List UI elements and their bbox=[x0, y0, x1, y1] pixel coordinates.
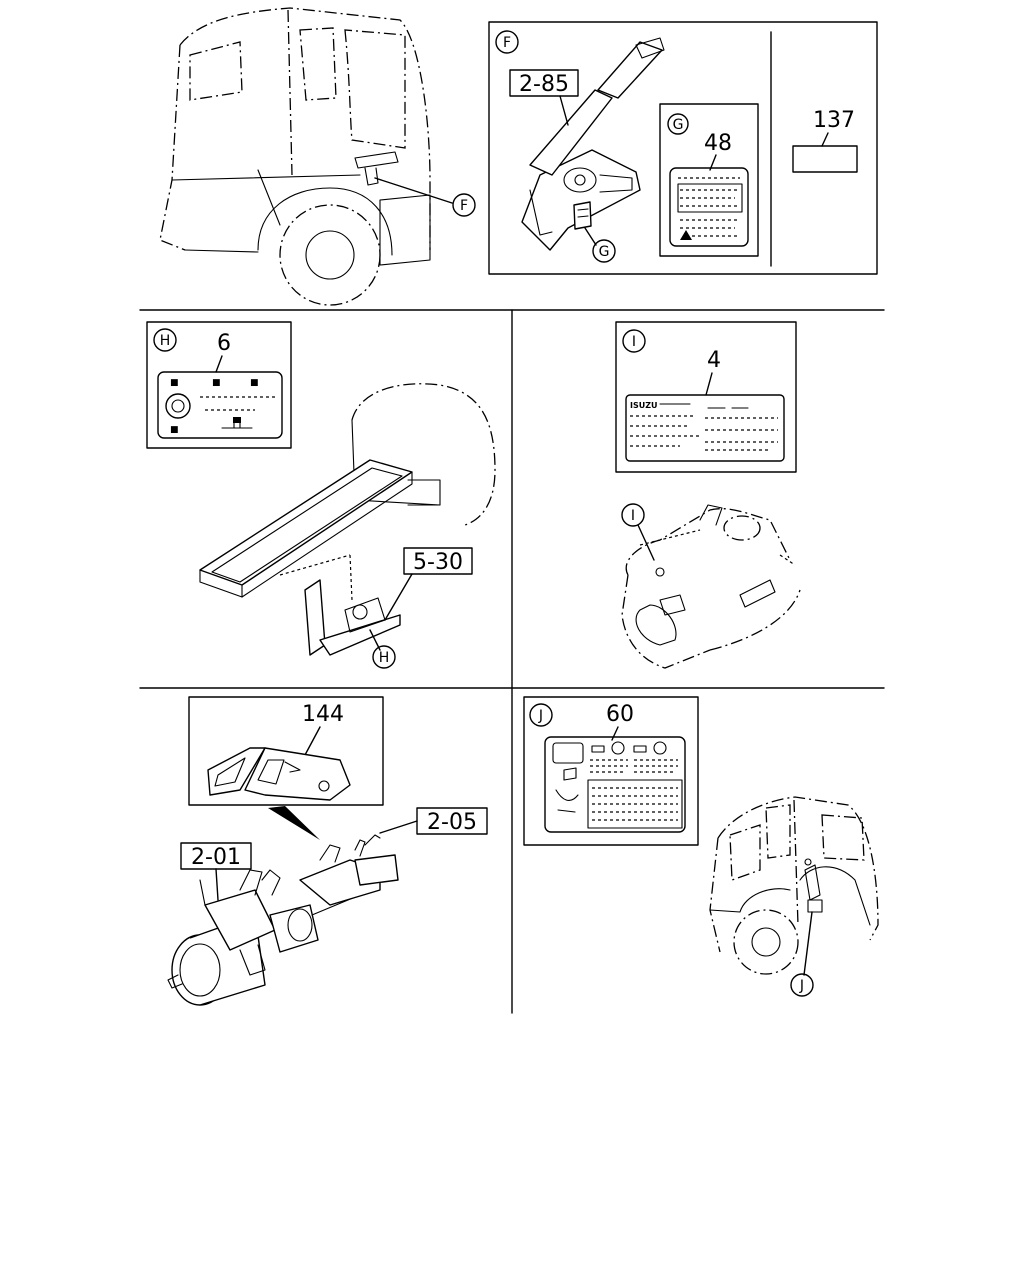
part-2-05-label: 2-05 bbox=[379, 807, 488, 835]
part-2-01-label: 2-01 bbox=[180, 842, 252, 901]
control-plate-h: ■ ■ ■ ■ bbox=[157, 371, 283, 439]
detail-frame-g bbox=[659, 103, 759, 257]
part-137-label: 137 bbox=[792, 108, 858, 173]
svg-text:4: 4 bbox=[707, 348, 721, 373]
svg-text:H: H bbox=[379, 650, 390, 666]
callout-g-panel: G bbox=[667, 113, 689, 135]
svg-text:ISUZU: ISUZU bbox=[630, 401, 658, 410]
detail-pointer-wedge bbox=[268, 806, 320, 840]
svg-text:6: 6 bbox=[217, 331, 231, 356]
svg-text:2-05: 2-05 bbox=[427, 810, 477, 835]
callout-f-overview: F bbox=[452, 193, 476, 217]
part-2-85-label: 2-85 bbox=[509, 69, 579, 126]
engine-block-drawing bbox=[621, 504, 801, 669]
callout-i-engine: I bbox=[621, 503, 655, 561]
part-144-label: 144 bbox=[302, 702, 344, 756]
bracket-144-drawing bbox=[207, 747, 351, 801]
chassis-frame-drawing bbox=[199, 383, 496, 656]
svg-text:■: ■ bbox=[212, 378, 221, 388]
section-dividers bbox=[139, 309, 885, 1014]
svg-text:F: F bbox=[503, 35, 511, 51]
svg-text:48: 48 bbox=[704, 131, 732, 156]
svg-text:60: 60 bbox=[606, 702, 634, 727]
svg-text:H: H bbox=[160, 333, 171, 349]
part-4-label: 4 bbox=[705, 348, 721, 396]
detail-frame-h bbox=[146, 321, 292, 449]
cab-info-plate bbox=[544, 736, 686, 833]
svg-text:2-01: 2-01 bbox=[191, 845, 241, 870]
callout-j-cab: J bbox=[790, 911, 814, 997]
detail-frame-f bbox=[488, 21, 878, 275]
svg-text:I: I bbox=[631, 508, 635, 524]
svg-text:144: 144 bbox=[302, 702, 344, 727]
parking-brake-lever-drawing bbox=[521, 37, 665, 251]
part-6-label: 6 bbox=[215, 331, 231, 373]
svg-text:■: ■ bbox=[170, 425, 179, 435]
svg-text:I: I bbox=[632, 334, 636, 350]
callout-j-panel: J bbox=[529, 703, 553, 727]
svg-text:5-30: 5-30 bbox=[413, 550, 463, 575]
callout-h-chassis: H bbox=[369, 629, 396, 669]
detail-frame-j bbox=[523, 696, 699, 846]
svg-text:2-85: 2-85 bbox=[519, 72, 569, 97]
svg-text:G: G bbox=[599, 244, 610, 260]
svg-text:G: G bbox=[673, 117, 684, 133]
callout-h-panel: H bbox=[153, 328, 177, 352]
brake-caution-plate bbox=[669, 167, 749, 247]
part-60-label: 60 bbox=[606, 702, 634, 741]
detail-frame-144 bbox=[188, 696, 384, 806]
callout-g-lever: G bbox=[584, 227, 616, 263]
svg-text:J: J bbox=[799, 978, 804, 994]
cab-overview-drawing bbox=[159, 7, 453, 306]
part-5-30-label: 5-30 bbox=[384, 547, 473, 621]
svg-text:F: F bbox=[460, 198, 468, 214]
detail-frame-i bbox=[615, 321, 797, 473]
callout-f-panel: F bbox=[495, 30, 519, 54]
brake-booster-drawing bbox=[167, 834, 399, 1006]
svg-text:■: ■ bbox=[170, 378, 179, 388]
engine-id-plate: ISUZU bbox=[625, 394, 785, 462]
part-48-label: 48 bbox=[704, 131, 732, 171]
svg-text:J: J bbox=[538, 708, 543, 724]
svg-text:137: 137 bbox=[813, 108, 855, 133]
callout-i-panel: I bbox=[622, 329, 646, 353]
cab-rear-view-drawing bbox=[709, 796, 879, 975]
svg-text:■: ■ bbox=[250, 378, 259, 388]
